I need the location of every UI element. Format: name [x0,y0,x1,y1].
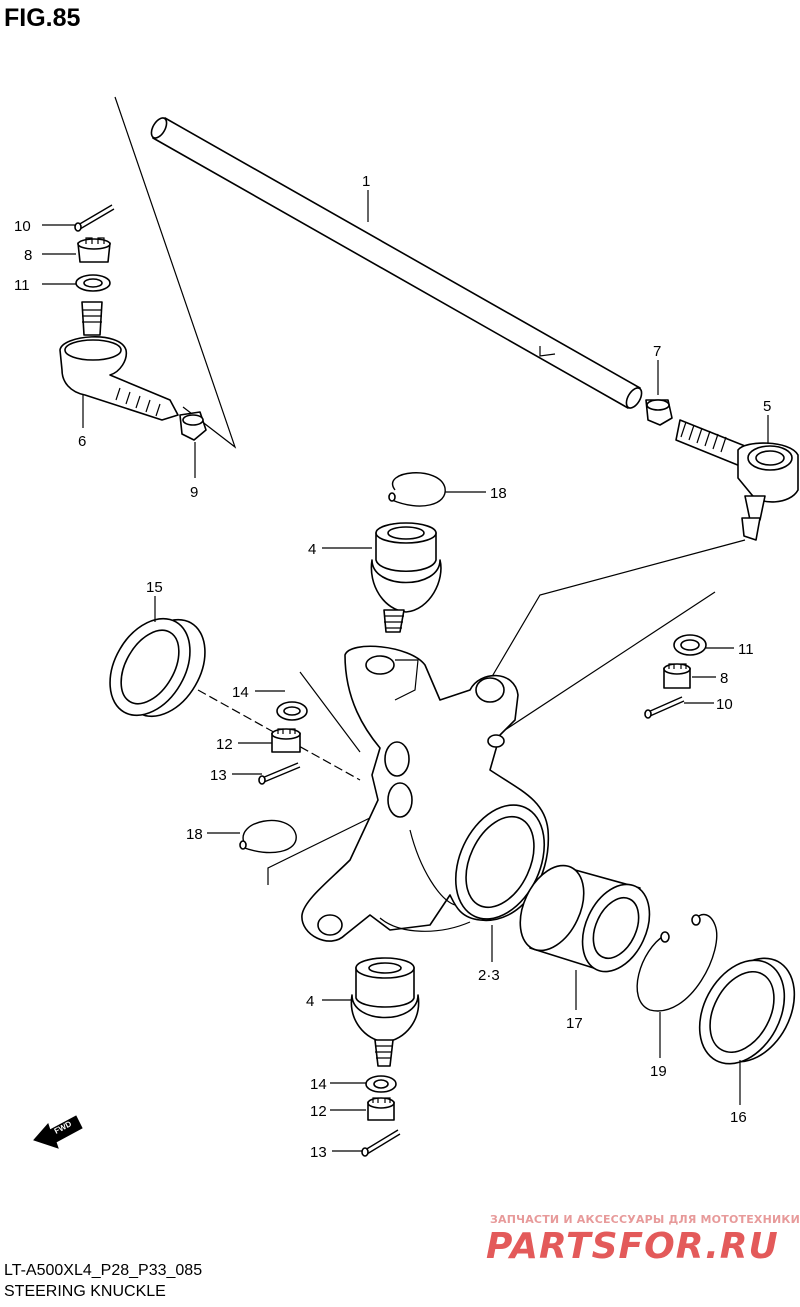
part-wheel-bearing [519,864,651,973]
callout-8-right: 8 [720,670,728,687]
callout-10-right: 10 [716,696,733,713]
part-circlip-mid [239,819,297,854]
callout-16: 16 [730,1109,747,1126]
callout-6: 6 [78,433,86,450]
part-cotter-pin-left-top [74,204,115,232]
guide-line-left-upper [299,671,361,753]
callout-4-bottom: 4 [306,993,314,1010]
callout-leaders [42,190,769,1152]
callout-8-left: 8 [24,247,32,264]
guide-line-right-top [489,539,746,681]
callout-5: 5 [763,398,771,415]
callout-18-top: 18 [490,485,507,502]
guide-line-left-lower [267,811,383,885]
watermark-logo: PARTSFOR.RU [486,1226,779,1267]
callout-11-right: 11 [738,641,754,658]
part-oil-seal [698,957,796,1065]
fwd-arrow-icon: FWD [33,1115,83,1149]
part-tie-rod-end-right [675,419,799,541]
part-washer-mid [276,701,308,721]
callout-14-bottom: 14 [310,1076,327,1093]
part-washer-left-top [75,274,111,292]
callout-12-bottom: 12 [310,1103,327,1120]
part-tie-rod [150,117,643,409]
part-circlip-top [388,472,446,507]
part-washer-right [673,634,707,656]
callout-7: 7 [653,343,661,360]
footer-diagram-name: STEERING KNUCKLE [4,1283,166,1300]
part-nut-7 [645,399,673,426]
callout-15: 15 [146,579,163,596]
callout-1: 1 [362,173,370,190]
callout-18-mid: 18 [186,826,203,843]
guide-line-right-mid [504,591,716,731]
part-castle-nut-bottom [367,1097,395,1121]
callout-12-mid: 12 [216,736,233,753]
part-castle-nut-left-top [77,237,111,263]
callout-17: 17 [566,1015,583,1032]
part-tie-rod-end-left [59,301,179,421]
callout-10-left: 10 [14,218,31,235]
part-steering-knuckle [301,645,550,942]
callout-11-left: 11 [14,277,30,294]
watermark-tagline: ЗАПЧАСТИ И АКСЕССУАРЫ ДЛЯ МОТОТЕХНИКИ [490,1213,800,1226]
part-ball-joint-bottom [350,957,420,1067]
part-castle-nut-right [663,663,691,689]
figure-title: FIG.85 [4,4,81,32]
part-washer-bottom [365,1075,397,1093]
part-nut-9 [179,411,207,441]
footer-diagram-code: LT-A500XL4_P28_P33_085 [4,1262,203,1279]
part-castle-nut-mid [271,728,301,753]
part-snap-ring [636,913,718,1012]
part-cotter-pin-mid [258,762,301,785]
callout-2-3: 2·3 [478,967,500,984]
callout-4-top: 4 [308,541,316,558]
callout-14-mid: 14 [232,684,249,701]
part-cotter-pin-bottom [361,1129,401,1157]
part-cotter-pin-right [644,696,685,719]
callout-13-mid: 13 [210,767,227,784]
part-ball-joint-top [370,522,442,633]
part-dust-seal [109,617,206,718]
callout-13-bottom: 13 [310,1144,327,1161]
callout-9: 9 [190,484,198,501]
callout-19: 19 [650,1063,667,1080]
